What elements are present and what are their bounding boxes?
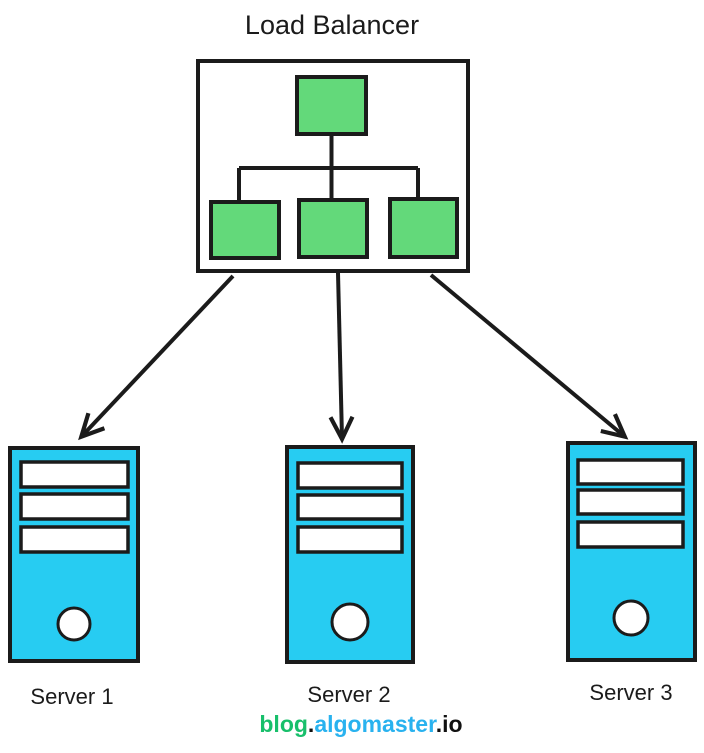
diagram-title: Load Balancer (244, 10, 420, 40)
server-1-slot-2 (19, 492, 130, 521)
server-3-power-button (612, 599, 650, 637)
server-3-slot-1 (576, 458, 685, 486)
lb-child-node-3 (388, 197, 459, 259)
lb-connector-tree (237, 134, 420, 202)
server-1-group (8, 446, 140, 663)
server-1-power-button (56, 606, 92, 642)
watermark-blog: blog (259, 711, 308, 737)
server-2-slot-1 (296, 461, 404, 490)
server-2-slot-3 (296, 525, 404, 554)
watermark: blog.algomaster.io (259, 711, 462, 738)
server-1-slot-1 (19, 460, 130, 489)
server-1-label: Server 1 (30, 684, 114, 709)
server-2-power-button (330, 602, 370, 642)
server-2-label: Server 2 (307, 682, 391, 707)
server-3-slot-2 (576, 488, 685, 516)
arrow-to-server-2 (328, 272, 355, 444)
lb-child-node-1 (209, 200, 281, 260)
server-2-slot-2 (296, 493, 404, 521)
watermark-tld: .io (435, 711, 463, 737)
watermark-dot: . (307, 711, 315, 737)
server-2-group (285, 445, 415, 664)
arrow-to-server-1 (78, 274, 235, 441)
server-1-slot-3 (19, 525, 130, 554)
server-3-label: Server 3 (589, 680, 673, 705)
load-balancer-group (196, 59, 470, 273)
server-3-group (566, 441, 697, 662)
lb-child-node-2 (297, 198, 369, 259)
watermark-site: algomaster (314, 711, 436, 737)
arrow-to-server-3 (429, 273, 629, 440)
lb-root-node (295, 75, 368, 136)
server-3-slot-3 (576, 520, 685, 549)
